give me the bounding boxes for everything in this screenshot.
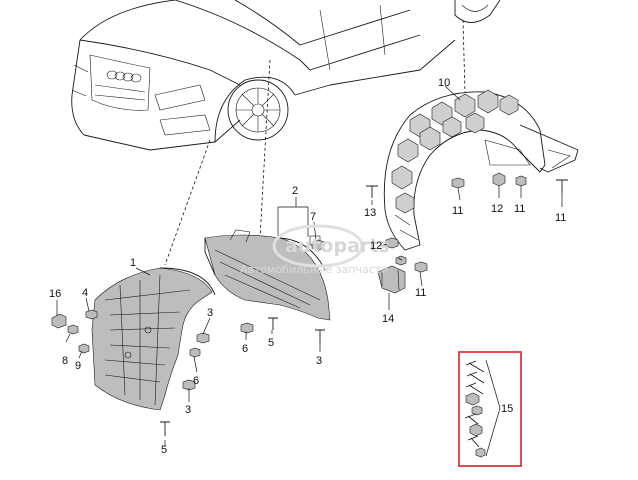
leader-rear-liner	[462, 19, 466, 94]
callout-1: 1	[130, 257, 136, 269]
callout-15: 15	[501, 403, 513, 415]
leader-front-liner	[164, 139, 211, 266]
callout-16: 16	[49, 288, 61, 300]
callout-11a: 11	[452, 205, 463, 217]
callout-labels: 1 2 3 3 3 4 5 5 6 6 7 8 9 10 11 11 11 11…	[49, 77, 566, 456]
callout-6a: 6	[193, 375, 199, 387]
callout-6b: 6	[242, 343, 248, 355]
rear-wheel-liner	[383, 89, 579, 251]
highlight-box	[458, 351, 522, 467]
callout-2: 2	[292, 185, 298, 197]
callout-5a: 5	[161, 444, 167, 456]
vehicle-illustration	[71, 0, 501, 151]
callout-11c: 11	[555, 212, 566, 224]
callout-7: 7	[310, 211, 316, 223]
leader-front-section	[259, 59, 271, 239]
callout-3b: 3	[185, 404, 191, 416]
front-wheel-liner	[91, 267, 216, 411]
callout-3c: 3	[316, 355, 322, 367]
watermark-brand: autoparts	[285, 235, 390, 257]
fastener-group	[51, 172, 568, 436]
callout-12a: 12	[491, 203, 503, 215]
callout-3a: 3	[207, 307, 213, 319]
watermark: autoparts Автомобильные запчасти	[240, 224, 390, 276]
callout-9: 9	[75, 360, 81, 372]
callout-11d: 11	[415, 287, 426, 299]
callout-5b: 5	[268, 337, 274, 349]
fastener-kit-15	[464, 360, 486, 458]
callout-12b: 12	[370, 240, 382, 252]
callout-4: 4	[82, 287, 88, 299]
callout-13: 13	[364, 207, 376, 219]
callout-11b: 11	[514, 203, 525, 215]
callout-leaders	[56, 85, 563, 457]
callout-10: 10	[438, 77, 450, 89]
callout-14: 14	[382, 313, 394, 325]
callout-8: 8	[62, 355, 68, 367]
bracket-part	[377, 265, 406, 294]
front-splash-section	[204, 229, 331, 321]
watermark-tagline: Автомобильные запчасти	[240, 263, 388, 276]
